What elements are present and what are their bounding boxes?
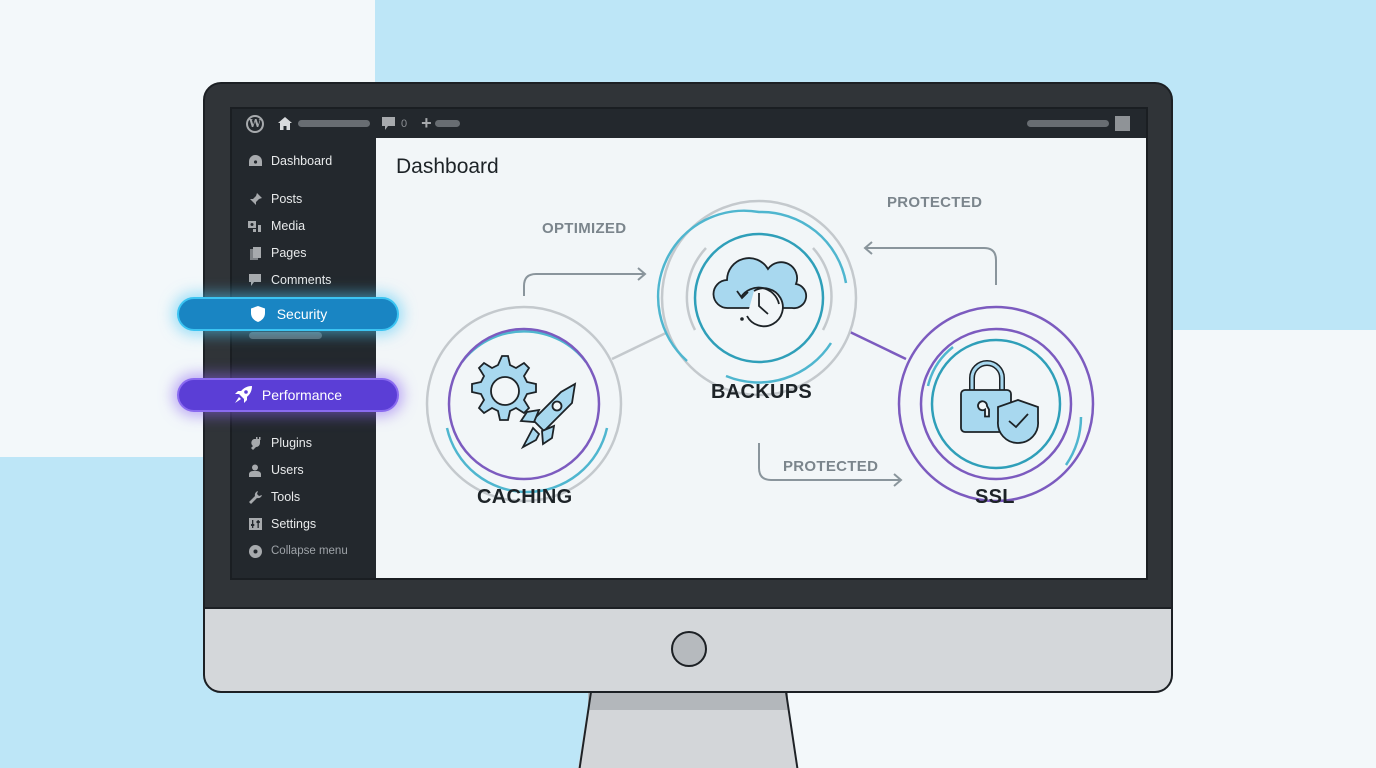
comments-count: 0 xyxy=(401,117,408,130)
sidebar-item-posts[interactable]: Posts xyxy=(248,190,302,208)
plug-icon xyxy=(248,436,262,450)
sidebar-item-dashboard[interactable]: Dashboard xyxy=(248,152,332,170)
gear-rocket-icon xyxy=(471,355,577,450)
new-content-placeholder[interactable] xyxy=(434,120,460,127)
collapse-circle-icon xyxy=(248,544,262,558)
username-placeholder xyxy=(1027,120,1109,127)
sidebar-item-label: Plugins xyxy=(271,436,312,450)
pages-icon xyxy=(248,246,262,260)
sidebar-item-label: Tools xyxy=(271,490,301,504)
sidebar-item-label: Pages xyxy=(271,246,307,260)
sidebar-item-label: Settings xyxy=(271,517,317,531)
sidebar-item-label: Collapse menu xyxy=(271,545,348,557)
optimized-arrow xyxy=(523,273,644,296)
sidebar-item-plugins[interactable]: Plugins xyxy=(248,434,312,452)
rocket-icon xyxy=(234,386,252,404)
media-icon xyxy=(248,219,262,233)
sidebar-item-label: Media xyxy=(271,219,306,233)
wordpress-logo-icon[interactable]: W xyxy=(246,114,264,133)
power-button[interactable] xyxy=(671,631,707,667)
padlock-shield-icon xyxy=(960,360,1039,444)
main-content: Dashboard xyxy=(376,138,1146,578)
sidebar-item-users[interactable]: Users xyxy=(248,461,304,479)
sidebar-item-label: Users xyxy=(271,463,304,477)
node-label-backups: BACKUPS xyxy=(711,381,812,403)
comment-icon xyxy=(248,273,262,287)
wrench-icon xyxy=(248,490,262,504)
avatar-square-icon[interactable] xyxy=(1115,116,1130,131)
sidebar-item-performance[interactable]: Performance xyxy=(177,378,399,412)
home-icon[interactable] xyxy=(278,117,292,130)
pushpin-icon xyxy=(248,192,262,206)
admin-bar: W 0 + xyxy=(232,109,1146,138)
user-icon xyxy=(248,463,262,477)
comment-bubble-icon[interactable] xyxy=(382,116,395,131)
cloud-history-icon xyxy=(712,257,808,328)
sidebar-item-security[interactable]: Security xyxy=(177,297,399,331)
sidebar-placeholder-item xyxy=(249,332,322,339)
plus-icon[interactable]: + xyxy=(421,113,432,133)
sidebar-item-label: Posts xyxy=(271,192,303,206)
monitor-stand-shadow xyxy=(588,692,788,710)
protected-arrow-top xyxy=(866,247,997,285)
sidebar-item-label: Security xyxy=(276,306,328,322)
node-label-ssl: SSL xyxy=(975,486,1015,508)
monitor: W 0 + Dashboard xyxy=(203,82,1173,693)
caching-node xyxy=(425,305,623,503)
sidebar-item-media[interactable]: Media xyxy=(248,217,305,235)
sidebar-item-label: Comments xyxy=(271,273,332,287)
node-label-caching: CACHING xyxy=(477,486,573,508)
sidebar-item-settings[interactable]: Settings xyxy=(248,515,316,533)
admin-sidebar: Dashboard Posts Media Pages xyxy=(232,138,376,578)
dashboard-gauge-icon xyxy=(248,154,262,168)
sidebar-item-comments[interactable]: Comments xyxy=(248,271,331,289)
backups-node xyxy=(656,199,858,397)
connector-line xyxy=(849,330,907,361)
connector-line xyxy=(611,330,669,361)
page-title: Dashboard xyxy=(396,155,499,178)
sidebar-item-pages[interactable]: Pages xyxy=(248,244,306,262)
sidebar-item-label: Dashboard xyxy=(271,154,333,168)
features-diagram xyxy=(425,199,1095,503)
ssl-node xyxy=(897,305,1095,503)
collapse-menu-button[interactable]: Collapse menu xyxy=(248,542,348,560)
screen: W 0 + Dashboard xyxy=(230,107,1148,580)
account-area[interactable] xyxy=(1027,116,1130,131)
monitor-chin xyxy=(205,607,1171,691)
sidebar-item-tools[interactable]: Tools xyxy=(248,488,300,506)
flow-label-protected-top: PROTECTED xyxy=(887,194,983,211)
sidebar-item-label: Performance xyxy=(261,387,343,403)
site-name-placeholder[interactable] xyxy=(298,120,370,127)
flow-label-protected-bottom: PROTECTED xyxy=(783,458,879,475)
shield-icon xyxy=(249,305,267,323)
flow-label-optimized: OPTIMIZED xyxy=(542,220,627,237)
settings-sliders-icon xyxy=(248,517,262,531)
protected-arrow-bottom xyxy=(758,443,900,481)
